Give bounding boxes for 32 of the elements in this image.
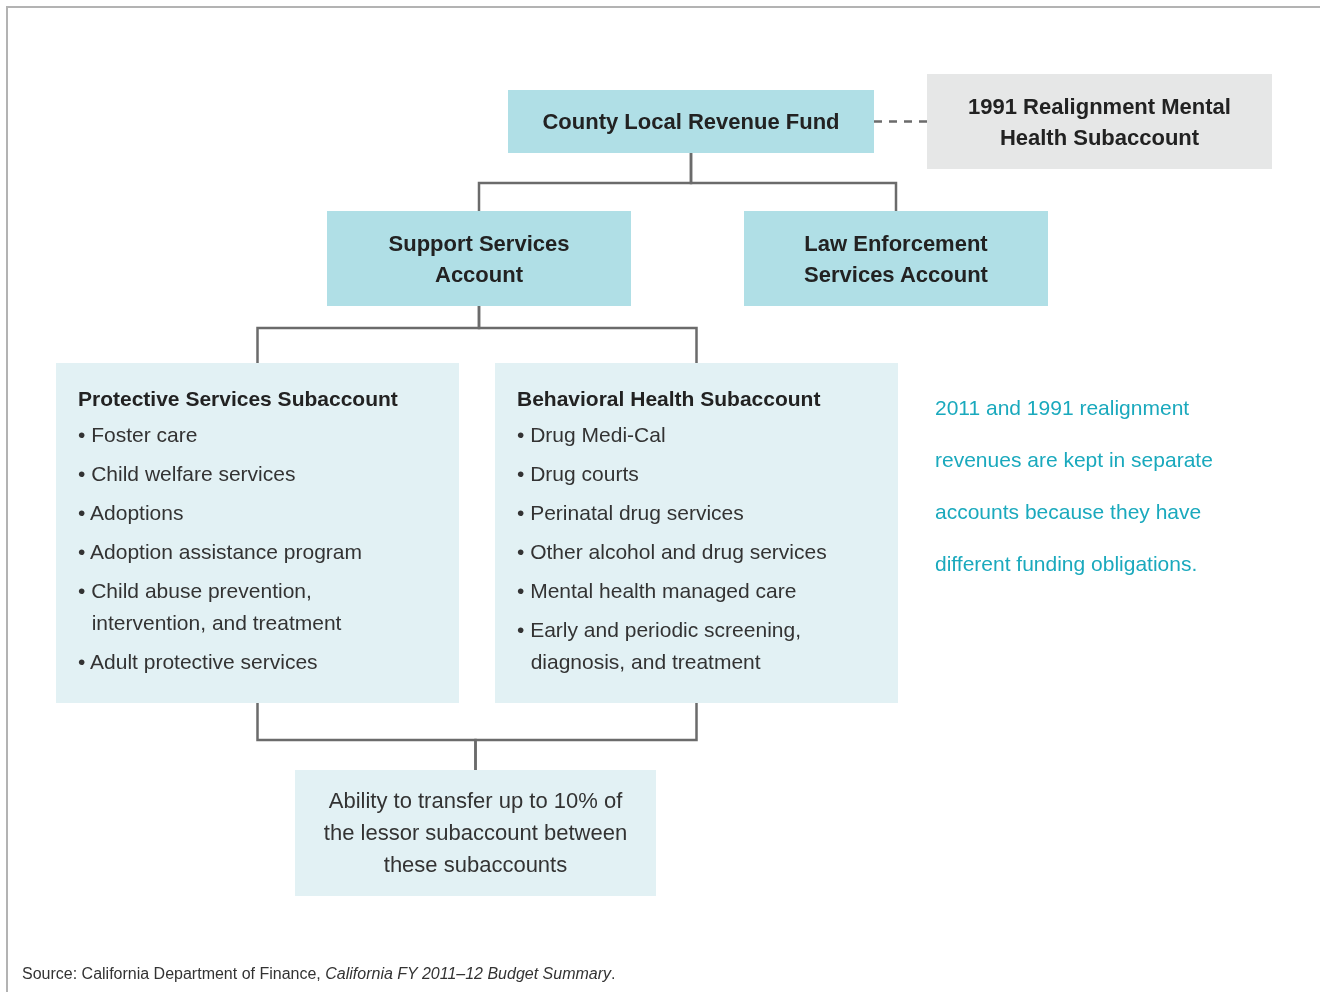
subaccount-panel — [56, 363, 459, 703]
panel-heading: Behavioral Health Subaccount — [517, 386, 821, 412]
list-item: • Early and periodic screening, diagnosis, and treatment — [517, 617, 802, 675]
account-box — [508, 90, 874, 153]
subaccount-panel — [495, 363, 898, 703]
box-label: 1991 Realignment Mental Health Subaccount — [967, 92, 1232, 152]
box-label: Support Services Account — [387, 229, 571, 289]
account-box — [295, 770, 656, 896]
connector-line — [874, 120, 927, 123]
box-label: Law Enforcement Services Account — [803, 229, 989, 289]
side-note: 2011 and 1991 realignment revenues are kept in separate accounts because they have different funding obligations. — [935, 395, 1214, 577]
list-item: • Drug Medi-Cal — [517, 422, 667, 448]
list-item: • Drug courts — [517, 461, 640, 487]
list-item: • Child abuse prevention, intervention, and treatment — [78, 578, 343, 636]
connector-line — [477, 306, 698, 363]
list-item: • Adoption assistance program — [78, 539, 363, 565]
list-item: • Child welfare services — [78, 461, 297, 487]
connector-line — [689, 153, 898, 211]
list-item: • Other alcohol and drug services — [517, 539, 828, 565]
panel-heading: Protective Services Subaccount — [78, 386, 398, 412]
list-item: • Foster care — [78, 422, 199, 448]
account-box — [744, 211, 1048, 306]
list-item: • Perinatal drug services — [517, 500, 745, 526]
account-box — [327, 211, 631, 306]
list-item: • Adult protective services — [78, 649, 319, 675]
list-item: • Adoptions — [78, 500, 185, 526]
account-box — [927, 74, 1272, 169]
box-label: Ability to transfer up to 10% of the lessor subaccount between these subaccounts — [322, 787, 629, 879]
connector-line — [474, 703, 698, 770]
box-label: County Local Revenue Fund — [542, 108, 840, 136]
source-caption: Source: California Department of Finance, California FY 2011–12 Budget Summary. — [22, 964, 616, 984]
list-item: • Mental health managed care — [517, 578, 798, 604]
